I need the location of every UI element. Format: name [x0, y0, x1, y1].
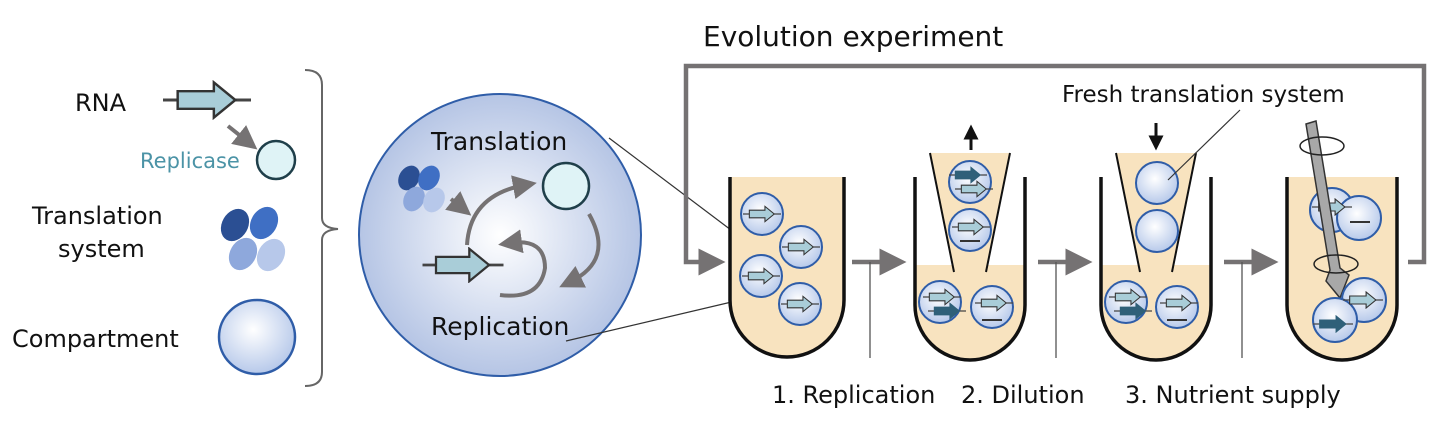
legend: RNA Replicase Translation system Compart…: [12, 69, 339, 387]
fresh-pointer-line: [1167, 109, 1241, 181]
translation-system-label-line1: Translation: [31, 202, 163, 230]
replicase-icon: [255, 139, 297, 181]
input-arrow-icon: [445, 191, 472, 216]
grouping-brace: [304, 69, 339, 387]
replicase-icon: [541, 161, 591, 211]
evolution-experiment: Evolution experiment: [683, 20, 1427, 409]
translation-system-label-line2: system: [58, 235, 145, 263]
compartment-with-rna: [740, 192, 784, 236]
rna-icon: [163, 80, 251, 120]
translation-arrow-icon: [465, 175, 537, 246]
compartment-with-rna: [1155, 285, 1199, 329]
compartment-with-rna: [948, 208, 992, 252]
zoom-line-bottom: [565, 299, 741, 342]
compartment-with-rna: [739, 254, 783, 298]
replicase-label: Replicase: [140, 149, 240, 173]
step-label-nutrient-supply: 3. Nutrient supply: [1125, 381, 1341, 409]
feedback-loop-arrow: [683, 63, 1427, 276]
replication-label: Replication: [431, 312, 569, 341]
compartment-icon: [217, 298, 297, 376]
tube-dilution: [913, 124, 1027, 362]
compartment-with-rna: [970, 285, 1014, 329]
translation-system-icon: [398, 165, 445, 213]
fresh-translation-system-label: Fresh translation system: [1062, 82, 1345, 108]
tube-mixing: [1285, 120, 1399, 362]
replication-cycle-arrow-icon: [498, 229, 548, 298]
step-label-replication: 1. Replication: [772, 381, 935, 409]
compartment-with-rna: [948, 160, 993, 204]
translation-label: Translation: [430, 127, 567, 156]
empty-compartment: [1135, 161, 1179, 205]
translation-system-icon: [220, 206, 286, 272]
compartment-with-rna: [778, 282, 822, 326]
experiment-title: Evolution experiment: [703, 20, 1003, 53]
step-label-dilution: 2. Dilution: [961, 381, 1085, 409]
compartment-label: Compartment: [12, 325, 179, 353]
protocell: Translation Replication: [358, 93, 741, 377]
compartment-with-rna: [918, 280, 966, 324]
compartment-fused: [1312, 277, 1387, 343]
expression-arrow-icon: [226, 124, 258, 150]
rna-label: RNA: [75, 89, 127, 117]
catalysis-arrow-icon: [559, 213, 601, 288]
zoom-line-top: [608, 137, 736, 234]
tube-nutrient-supply: [1099, 109, 1241, 362]
compartment-with-rna: [779, 225, 823, 269]
tube-replication: [728, 177, 846, 359]
empty-compartment: [1135, 209, 1179, 253]
compartment-with-rna: [1104, 280, 1152, 324]
stirrer-icon: [1299, 120, 1359, 300]
